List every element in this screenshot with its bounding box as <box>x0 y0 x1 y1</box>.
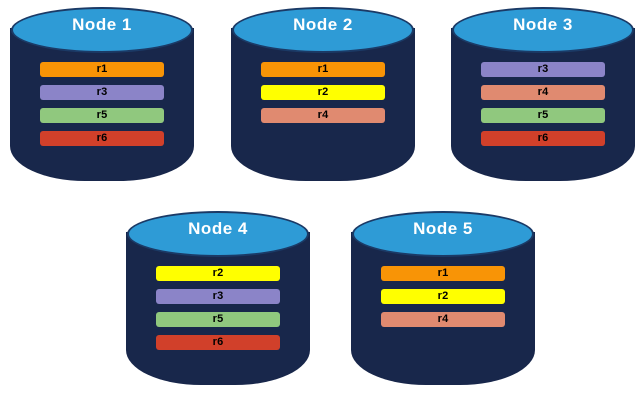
replica-bar-r3[interactable]: r3 <box>40 85 164 100</box>
replica-bar-r3[interactable]: r3 <box>481 62 605 77</box>
replica-bar-r6[interactable]: r6 <box>40 131 164 146</box>
replica-bar-r6[interactable]: r6 <box>481 131 605 146</box>
replica-bar-r4[interactable]: r4 <box>381 312 505 327</box>
replica-list: r1 r2 r4 <box>381 266 505 327</box>
replica-list: r2 r3 r5 r6 <box>156 266 280 350</box>
cylinder-body <box>11 29 193 180</box>
replica-list: r1 r2 r4 <box>261 62 385 123</box>
replica-bar-r4[interactable]: r4 <box>261 108 385 123</box>
replica-bar-r5[interactable]: r5 <box>481 108 605 123</box>
cylinder-top-ellipse <box>127 211 309 257</box>
replica-bar-r3[interactable]: r3 <box>156 289 280 304</box>
replica-list: r3 r4 r5 r6 <box>481 62 605 146</box>
cylinder-top-ellipse <box>452 7 634 53</box>
cylinder-top-ellipse <box>352 211 534 257</box>
cylinder-body <box>352 233 534 384</box>
replica-bar-r1[interactable]: r1 <box>40 62 164 77</box>
replica-list: r1 r3 r5 r6 <box>40 62 164 146</box>
cylinder-top-ellipse <box>11 7 193 53</box>
replica-bar-r6[interactable]: r6 <box>156 335 280 350</box>
replica-bar-r4[interactable]: r4 <box>481 85 605 100</box>
replica-bar-r1[interactable]: r1 <box>381 266 505 281</box>
cylinder-top-ellipse <box>232 7 414 53</box>
replica-bar-r1[interactable]: r1 <box>261 62 385 77</box>
replica-bar-r5[interactable]: r5 <box>40 108 164 123</box>
cylinder-body <box>127 233 309 384</box>
replica-bar-r2[interactable]: r2 <box>381 289 505 304</box>
replica-bar-r2[interactable]: r2 <box>261 85 385 100</box>
cylinder-body <box>232 29 414 180</box>
replica-bar-r5[interactable]: r5 <box>156 312 280 327</box>
cylinder-body <box>452 29 634 180</box>
replica-bar-r2[interactable]: r2 <box>156 266 280 281</box>
